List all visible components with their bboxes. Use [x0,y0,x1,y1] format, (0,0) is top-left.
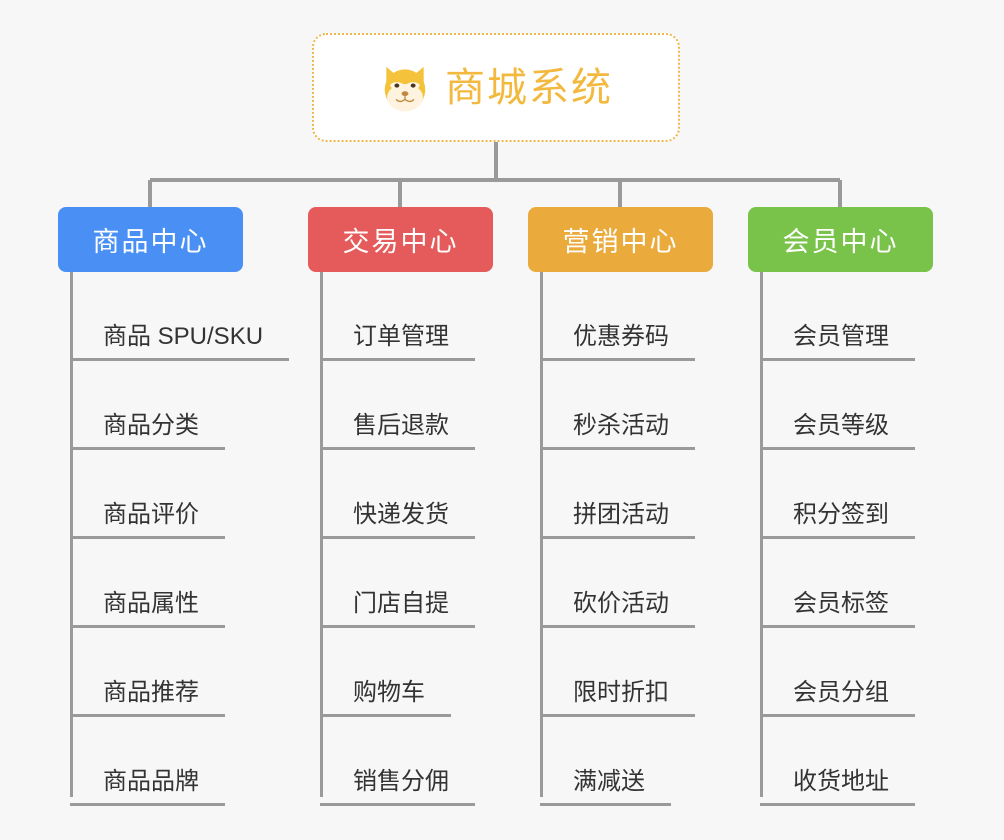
branch-item-list-2: 订单管理 售后退款 快递发货 门店自提 购物车 销售分佣 [308,272,528,806]
branch-item-label: 会员管理 [760,325,915,361]
branch-item[interactable]: 商品评价 [58,450,308,539]
branch-item[interactable]: 会员分组 [748,628,968,717]
branch-item[interactable]: 会员管理 [748,272,968,361]
branch-item-label: 商品品牌 [70,770,225,806]
branch-header-4[interactable]: 会员中心 [748,207,933,272]
branch-header-2[interactable]: 交易中心 [308,207,493,272]
branch-item-label: 快递发货 [320,503,475,539]
branch-item[interactable]: 门店自提 [308,539,528,628]
branch-item[interactable]: 秒杀活动 [528,361,748,450]
branch-column-3: 营销中心 优惠券码 秒杀活动 拼团活动 砍价活动 限时折扣 满减送 [528,207,748,806]
branch-item[interactable]: 购物车 [308,628,528,717]
branch-column-1: 商品中心 商品 SPU/SKU 商品分类 商品评价 商品属性 商品推荐 商品品牌 [58,207,308,806]
branch-column-2: 交易中心 订单管理 售后退款 快递发货 门店自提 购物车 销售分佣 [308,207,528,806]
branch-item-label: 满减送 [540,770,671,806]
branch-item[interactable]: 商品 SPU/SKU [58,272,308,361]
branch-item[interactable]: 会员等级 [748,361,968,450]
branch-item-label: 会员标签 [760,592,915,628]
branch-column-4: 会员中心 会员管理 会员等级 积分签到 会员标签 会员分组 收货地址 [748,207,968,806]
branch-item[interactable]: 积分签到 [748,450,968,539]
branch-item[interactable]: 商品推荐 [58,628,308,717]
branch-item[interactable]: 收货地址 [748,717,968,806]
branch-item-label: 售后退款 [320,414,475,450]
branch-item-list-3: 优惠券码 秒杀活动 拼团活动 砍价活动 限时折扣 满减送 [528,272,748,806]
branch-item-label: 秒杀活动 [540,414,695,450]
branch-item-label: 积分签到 [760,503,915,539]
branch-item[interactable]: 限时折扣 [528,628,748,717]
branch-item-list-4: 会员管理 会员等级 积分签到 会员标签 会员分组 收货地址 [748,272,968,806]
branch-item[interactable]: 订单管理 [308,272,528,361]
branch-item-label: 拼团活动 [540,503,695,539]
branch-item[interactable]: 满减送 [528,717,748,806]
branch-item-label: 商品分类 [70,414,225,450]
branch-item-label: 商品推荐 [70,681,225,717]
branch-item[interactable]: 商品分类 [58,361,308,450]
branch-item-label: 砍价活动 [540,592,695,628]
branch-item[interactable]: 快递发货 [308,450,528,539]
branch-header-1[interactable]: 商品中心 [58,207,243,272]
branch-item-label: 会员等级 [760,414,915,450]
branch-item[interactable]: 会员标签 [748,539,968,628]
branch-item[interactable]: 砍价活动 [528,539,748,628]
branch-item-label: 商品评价 [70,503,225,539]
shiba-dog-face-icon [384,66,426,112]
branch-item[interactable]: 售后退款 [308,361,528,450]
branch-item-label: 商品属性 [70,592,225,628]
branch-item-label: 销售分佣 [320,770,475,806]
branch-header-3[interactable]: 营销中心 [528,207,713,272]
branch-item[interactable]: 拼团活动 [528,450,748,539]
branch-item-label: 收货地址 [760,770,915,806]
branch-item[interactable]: 销售分佣 [308,717,528,806]
branch-item-label: 优惠券码 [540,325,695,361]
branch-item-label: 商品 SPU/SKU [70,325,290,361]
branch-item[interactable]: 商品属性 [58,539,308,628]
branch-item-label: 购物车 [320,681,451,717]
branch-item-label: 限时折扣 [540,681,695,717]
branch-item-label: 订单管理 [320,325,475,361]
root-node[interactable]: 商城系统 [312,33,680,142]
branch-item-label: 门店自提 [320,592,475,628]
branch-item[interactable]: 商品品牌 [58,717,308,806]
branch-item-label: 会员分组 [760,681,915,717]
branch-item[interactable]: 优惠券码 [528,272,748,361]
root-title: 商城系统 [445,65,613,110]
branch-item-list-1: 商品 SPU/SKU 商品分类 商品评价 商品属性 商品推荐 商品品牌 [58,272,308,806]
